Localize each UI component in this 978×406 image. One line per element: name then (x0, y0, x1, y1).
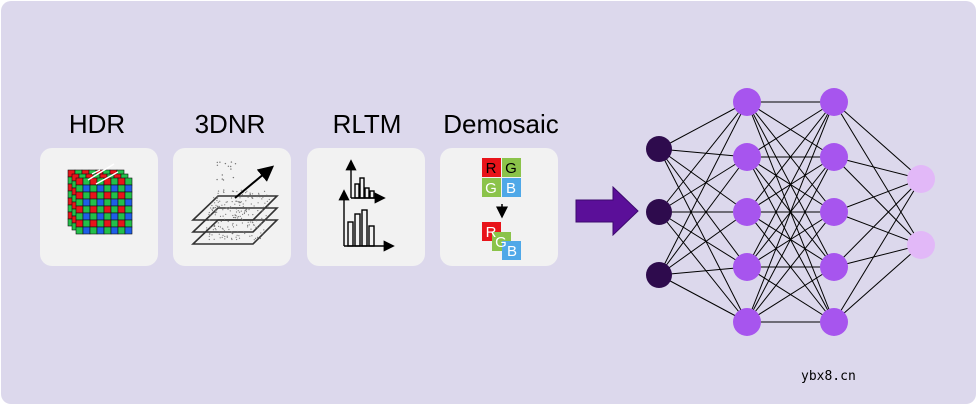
network-edge (658, 211, 748, 268)
network-node-layer-0 (646, 262, 672, 288)
network-edge (746, 266, 835, 323)
bayer-r-letter: R (486, 160, 497, 177)
bayer-blue-cell (502, 178, 521, 197)
bayer-green-cell (502, 158, 521, 177)
bayer-g-letter: G (505, 160, 517, 177)
demosaic-r-letter: R (486, 224, 497, 241)
network-node-layer-0 (646, 136, 672, 162)
demosaic-b-letter: B (507, 243, 517, 260)
network-edge (746, 101, 835, 213)
network-edge (833, 178, 922, 213)
hdr-bayer-stack-icon (67, 163, 133, 235)
network-edge (746, 101, 835, 323)
network-node-layer-1 (733, 198, 761, 226)
3dnr-card (173, 148, 291, 266)
bayer-b-letter: B (506, 180, 516, 197)
neural-network-diagram (646, 88, 935, 336)
network-node-layer-2 (820, 88, 848, 116)
network-edge (833, 178, 922, 268)
network-edge (658, 211, 748, 323)
network-node-layer-3 (907, 165, 935, 193)
network-node-layer-1 (733, 143, 761, 171)
bayer-green-cell (482, 178, 501, 197)
network-node-layer-2 (820, 198, 848, 226)
network-edge (658, 148, 748, 268)
network-node-layer-3 (907, 231, 935, 259)
network-edge (833, 211, 922, 246)
stage-label-demosaic: Demosaic (443, 109, 559, 139)
network-node-layer-2 (820, 143, 848, 171)
network-edge (658, 148, 748, 158)
network-edge (658, 101, 748, 213)
rltm-card (307, 148, 425, 266)
network-node-layer-0 (646, 199, 672, 225)
network-node-layer-1 (733, 253, 761, 281)
network-node-layer-2 (820, 253, 848, 281)
bayer-red-cell (482, 158, 501, 177)
network-edge (833, 244, 922, 323)
stage-label-3dnr: 3DNR (194, 109, 266, 139)
network-edge (658, 156, 748, 276)
network-edge (658, 101, 748, 150)
bayer-g-letter: G (485, 180, 497, 197)
rgb-demosaic-icon: R G G B R G B (482, 158, 521, 260)
network-edge (833, 101, 922, 246)
demosaic-card: R G G B R G B (440, 148, 558, 266)
hdr-card (40, 148, 158, 266)
pipeline-arrow-icon (575, 186, 639, 236)
network-edge (658, 101, 748, 276)
stage-label-hdr: HDR (68, 109, 126, 139)
network-edge (658, 156, 748, 213)
network-edge (833, 178, 922, 323)
demosaic-blue-cell (502, 241, 521, 260)
network-edge (658, 148, 748, 323)
network-edge (658, 211, 748, 276)
watermark: ybx8.cn (801, 369, 856, 384)
network-node-layer-2 (820, 308, 848, 336)
network-edge (833, 244, 922, 268)
noise-layers-icon (191, 161, 279, 245)
network-edge (746, 101, 835, 268)
stage-label-rltm: RLTM (332, 109, 402, 139)
network-node-layer-1 (733, 88, 761, 116)
network-edge (658, 266, 748, 276)
network-edge (833, 156, 922, 246)
network-edge (746, 211, 835, 323)
network-edge (833, 156, 922, 180)
network-node-layer-1 (733, 308, 761, 336)
network-edge (833, 101, 922, 180)
network-edge (746, 156, 835, 323)
histogram-tone-map-icon (338, 159, 395, 252)
network-edge (658, 274, 748, 323)
network-edge (746, 101, 835, 158)
demosaic-g-letter: G (495, 234, 507, 251)
network-edge (658, 148, 748, 213)
